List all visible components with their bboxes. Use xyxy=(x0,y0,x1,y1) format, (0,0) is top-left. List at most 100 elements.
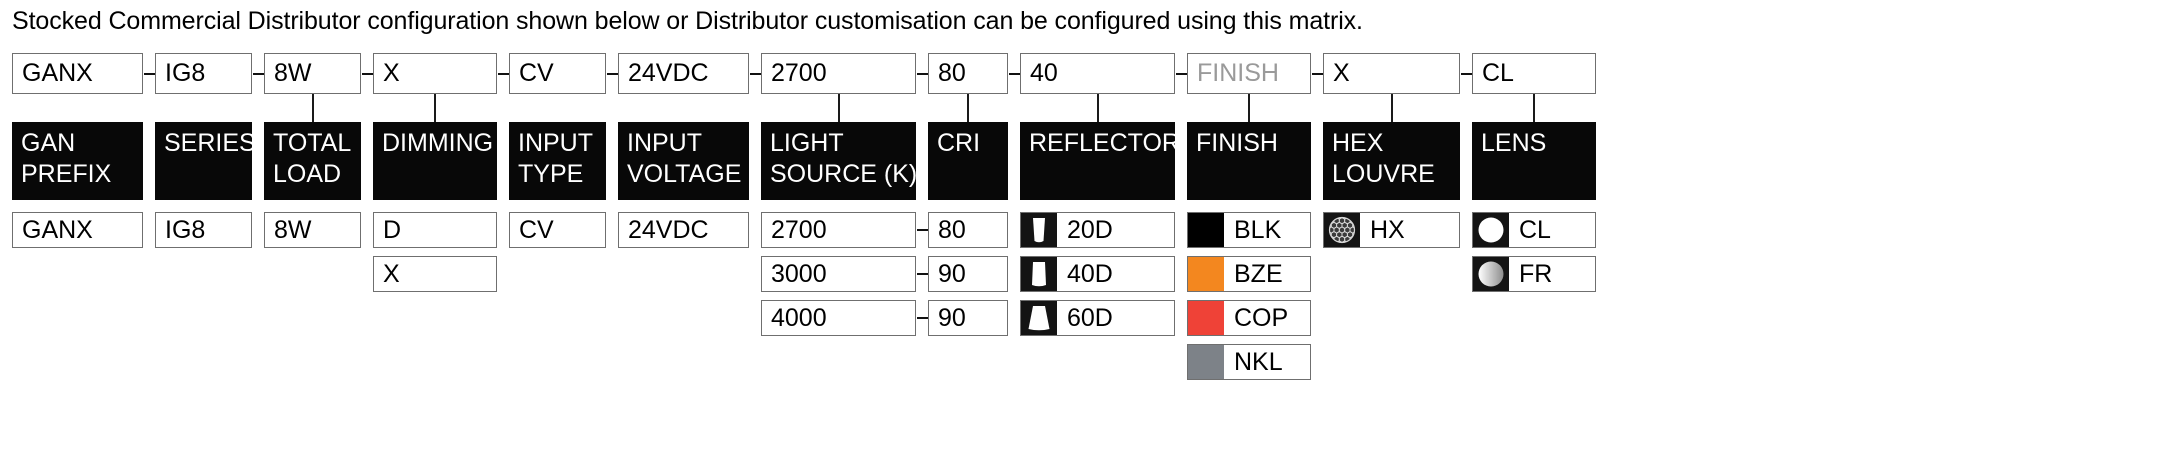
dash-separator-icon xyxy=(916,273,928,275)
lens-clear-icon xyxy=(1473,213,1509,247)
finish-swatch-blk-icon xyxy=(1188,213,1224,247)
option-finish-cop[interactable]: COP xyxy=(1187,300,1311,336)
code-box-light_source[interactable]: 2700 xyxy=(761,53,916,94)
option-finish-bze[interactable]: BZE xyxy=(1187,256,1311,292)
option-row: BZE xyxy=(1187,256,1311,292)
code-box-input_type[interactable]: CV xyxy=(509,53,606,94)
option-cri-80[interactable]: 80 xyxy=(928,212,1008,248)
option-series-ig8[interactable]: IG8 xyxy=(155,212,252,248)
connector-line-finish xyxy=(1187,94,1311,122)
honeycomb-icon xyxy=(1324,213,1360,247)
option-row: HX xyxy=(1323,212,1460,248)
dash-separator-icon xyxy=(1460,73,1472,75)
options-input_type: CV xyxy=(509,212,606,248)
option-light_source-2700[interactable]: 2700 xyxy=(761,212,916,248)
option-row: 3000 xyxy=(761,256,916,292)
connector-line-dimming xyxy=(373,94,497,122)
option-row: 90 xyxy=(916,300,1008,336)
dash-separator-icon xyxy=(606,73,618,75)
options-hex_louvre: HX xyxy=(1323,212,1460,248)
header-line: LOUVRE xyxy=(1332,160,1435,188)
option-label: BLK xyxy=(1234,215,1282,244)
options-lens: CL FR xyxy=(1472,212,1596,292)
option-row: 60D xyxy=(1020,300,1175,336)
header-line: CRI xyxy=(937,129,981,157)
header-line: SERIES xyxy=(164,129,256,157)
option-reflector-20d[interactable]: 20D xyxy=(1020,212,1175,248)
header-finish: FINISH xyxy=(1187,122,1311,200)
options-input_voltage: 24VDC xyxy=(618,212,749,248)
connector-line-light_source xyxy=(761,94,916,122)
option-label: 20D xyxy=(1067,215,1113,244)
option-finish-nkl[interactable]: NKL xyxy=(1187,344,1311,380)
header-reflector: REFLECTOR xyxy=(1020,122,1180,200)
code-box-total_load[interactable]: 8W xyxy=(264,53,361,94)
dash-separator-icon xyxy=(1175,73,1187,75)
code-box-dimming[interactable]: X xyxy=(373,53,497,94)
vertical-line xyxy=(1533,94,1535,122)
lens-frosted-icon xyxy=(1473,257,1509,291)
column-separator-reflector xyxy=(1008,53,1020,75)
header-cri: CRI xyxy=(928,122,1008,200)
option-lens-fr[interactable]: FR xyxy=(1472,256,1596,292)
option-dimming-d[interactable]: D xyxy=(373,212,497,248)
code-box-reflector[interactable]: 40 xyxy=(1020,53,1175,94)
header-line: PREFIX xyxy=(21,160,112,188)
option-input_type-cv[interactable]: CV xyxy=(509,212,606,248)
option-dash-separator-cri xyxy=(916,300,928,319)
header-line: TYPE xyxy=(518,160,584,188)
option-reflector-40d[interactable]: 40D xyxy=(1020,256,1175,292)
option-reflector-60d[interactable]: 60D xyxy=(1020,300,1175,336)
option-row: CV xyxy=(509,212,606,248)
options-series: IG8 xyxy=(155,212,252,248)
option-light_source-4000[interactable]: 4000 xyxy=(761,300,916,336)
option-cri-90[interactable]: 90 xyxy=(928,256,1008,292)
dash-separator-icon xyxy=(252,73,264,75)
vertical-line xyxy=(557,94,559,122)
header-line: LENS xyxy=(1481,129,1547,157)
dash-separator-icon xyxy=(1008,73,1020,75)
option-cri-90[interactable]: 90 xyxy=(928,300,1008,336)
option-gan_prefix-ganx[interactable]: GANX xyxy=(12,212,143,248)
option-finish-blk[interactable]: BLK xyxy=(1187,212,1311,248)
option-hex_louvre-hx[interactable]: HX xyxy=(1323,212,1460,248)
connector-line-total_load xyxy=(264,94,361,122)
intro-text: Stocked Commercial Distributor configura… xyxy=(12,7,1363,35)
code-box-finish[interactable]: FINISH xyxy=(1187,53,1311,94)
options-reflector: 20D 40D 60D xyxy=(1020,212,1175,336)
option-total_load-8w[interactable]: 8W xyxy=(264,212,361,248)
option-dimming-x[interactable]: X xyxy=(373,256,497,292)
header-line: GAN xyxy=(21,129,76,157)
option-label: COP xyxy=(1234,303,1289,332)
option-row: CL xyxy=(1472,212,1596,248)
code-box-hex_louvre[interactable]: X xyxy=(1323,53,1460,94)
code-box-input_voltage[interactable]: 24VDC xyxy=(618,53,749,94)
code-box-gan_prefix[interactable]: GANX xyxy=(12,53,143,94)
option-lens-cl[interactable]: CL xyxy=(1472,212,1596,248)
column-separator-lens xyxy=(1460,53,1472,75)
header-line: INPUT xyxy=(518,129,593,157)
option-row: X xyxy=(373,256,497,292)
connector-line-input_type xyxy=(509,94,606,122)
option-light_source-3000[interactable]: 3000 xyxy=(761,256,916,292)
code-box-series[interactable]: IG8 xyxy=(155,53,252,94)
option-row: BLK xyxy=(1187,212,1311,248)
column-separator-dimming xyxy=(361,53,373,75)
column-separator-input_type xyxy=(497,53,509,75)
code-box-lens[interactable]: CL xyxy=(1472,53,1596,94)
dash-separator-icon xyxy=(916,229,928,231)
header-lens: LENS xyxy=(1472,122,1596,200)
connector-line-cri xyxy=(928,94,1008,122)
dash-separator-icon xyxy=(497,73,509,75)
code-box-cri[interactable]: 80 xyxy=(928,53,1008,94)
options-total_load: 8W xyxy=(264,212,361,248)
dash-separator-icon xyxy=(361,73,373,75)
header-line: HEX xyxy=(1332,129,1384,157)
beam-cone-20-icon xyxy=(1021,213,1057,247)
option-input_voltage-24vdc[interactable]: 24VDC xyxy=(618,212,749,248)
